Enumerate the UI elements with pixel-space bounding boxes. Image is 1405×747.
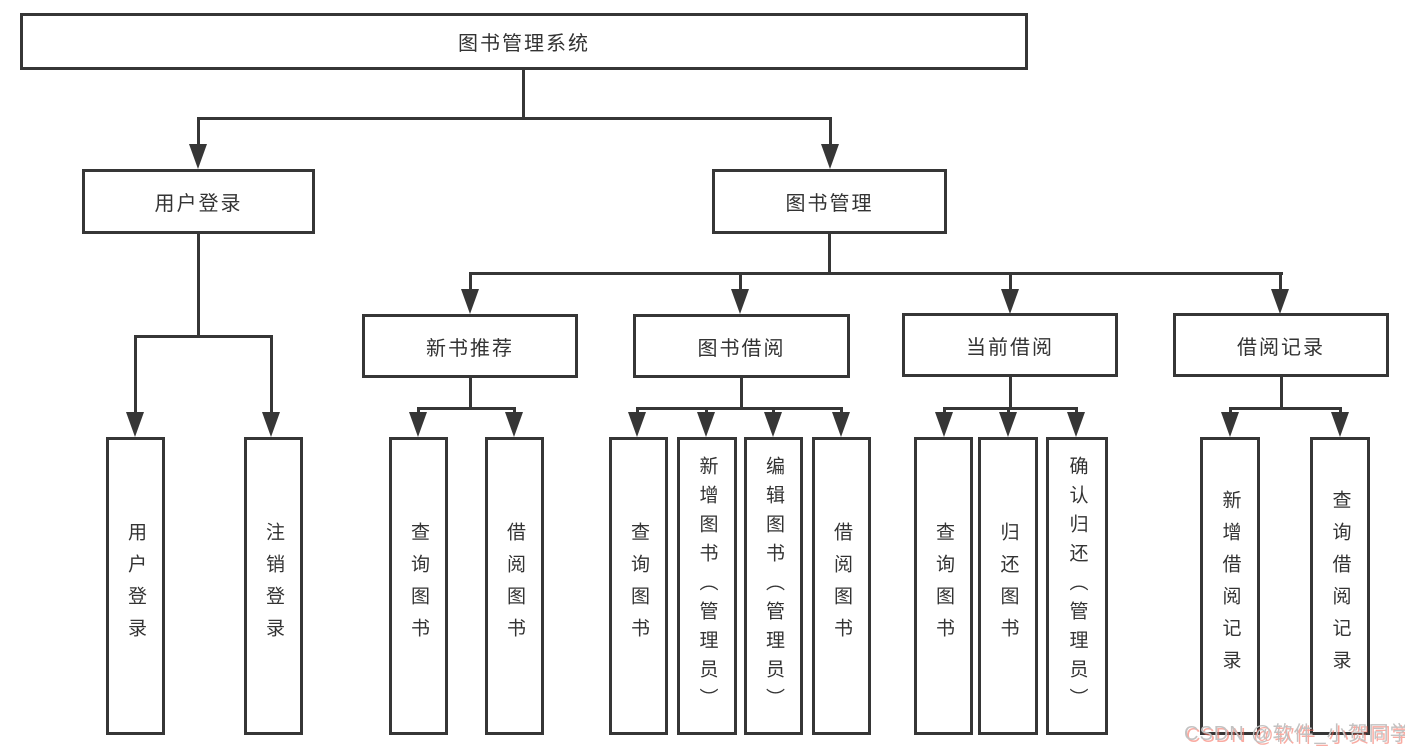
connector-leaf-bar — [943, 407, 1078, 410]
connector-book-management-drop — [829, 117, 832, 145]
arrow-down-icon — [628, 412, 646, 437]
node-leaf-user-login: 用户登录 — [106, 437, 165, 735]
node-leaf-query-books: 查询图书 — [609, 437, 668, 735]
connector-level3-bar — [469, 272, 1283, 275]
connector-leaf-bar — [636, 407, 843, 410]
node-leaf-edit-books-admin: 编辑图书（管理员） — [744, 437, 803, 735]
connector-level2-bar — [197, 117, 832, 120]
connector-leaf-drop — [134, 335, 137, 415]
connector-leaf-drop — [1339, 407, 1342, 415]
arrow-down-icon — [505, 412, 523, 437]
connector-section-stem — [740, 378, 743, 408]
connector-leaf-drop — [1075, 407, 1078, 415]
arrow-down-icon — [1271, 289, 1289, 314]
node-leaf-borrow-books: 借阅图书 — [812, 437, 871, 735]
connector-user-login-bar — [134, 335, 273, 338]
connector-leaf-bar — [417, 407, 516, 410]
connector-user-login-stem — [197, 234, 200, 335]
connector-leaf-drop — [636, 407, 639, 415]
node-leaf-logout: 注销登录 — [244, 437, 303, 735]
node-leaf-query-borrow-record: 查询借阅记录 — [1310, 437, 1370, 735]
connector-leaf-drop — [270, 335, 273, 415]
arrow-down-icon — [832, 412, 850, 437]
arrow-down-icon — [999, 412, 1017, 437]
node-leaf-query-books: 查询图书 — [914, 437, 973, 735]
connector-section-stem — [469, 378, 472, 408]
node-leaf-borrow-books: 借阅图书 — [485, 437, 544, 735]
arrow-down-icon — [1067, 412, 1085, 437]
connector-leaf-drop — [1007, 407, 1010, 415]
arrow-down-icon — [764, 412, 782, 437]
connector-leaf-bar — [1229, 407, 1342, 410]
arrow-down-icon — [935, 412, 953, 437]
connector-leaf-drop — [943, 407, 946, 415]
node-leaf-add-books-admin: 新增图书（管理员） — [677, 437, 737, 735]
arrow-down-icon — [1001, 289, 1019, 314]
csdn-watermark: CSDN @软件_小贺同学 — [1184, 723, 1405, 745]
arrow-down-icon — [126, 412, 144, 437]
arrow-down-icon — [262, 412, 280, 437]
node-book-management: 图书管理 — [712, 169, 947, 234]
node-user-login: 用户登录 — [82, 169, 315, 234]
node-leaf-add-borrow-record: 新增借阅记录 — [1200, 437, 1260, 735]
connector-section-drop — [469, 272, 472, 289]
connector-leaf-drop — [772, 407, 775, 415]
connector-leaf-drop — [417, 407, 420, 415]
node-leaf-confirm-return-admin: 确认归还（管理员） — [1046, 437, 1108, 735]
connector-user-login-drop — [197, 117, 200, 145]
connector-leaf-drop — [513, 407, 516, 415]
node-leaf-query-books: 查询图书 — [389, 437, 448, 735]
arrow-down-icon — [731, 289, 749, 314]
node-leaf-return-books: 归还图书 — [978, 437, 1038, 735]
node-borrow-records: 借阅记录 — [1173, 313, 1389, 377]
connector-leaf-drop — [705, 407, 708, 415]
arrow-down-icon — [821, 144, 839, 169]
arrow-down-icon — [189, 144, 207, 169]
node-library-management-system: 图书管理系统 — [20, 13, 1028, 70]
node-book-borrow: 图书借阅 — [633, 314, 850, 378]
arrow-down-icon — [409, 412, 427, 437]
node-new-book-recommend: 新书推荐 — [362, 314, 578, 378]
connector-root-stem — [522, 70, 525, 117]
node-current-borrow: 当前借阅 — [902, 313, 1118, 377]
connector-section-drop — [739, 272, 742, 289]
arrow-down-icon — [697, 412, 715, 437]
connector-leaf-drop — [840, 407, 843, 415]
connector-book-management-stem — [828, 234, 831, 272]
connector-leaf-drop — [1229, 407, 1232, 415]
arrow-down-icon — [461, 289, 479, 314]
connector-section-stem — [1280, 377, 1283, 408]
arrow-down-icon — [1221, 412, 1239, 437]
connector-section-stem — [1009, 377, 1012, 408]
arrow-down-icon — [1331, 412, 1349, 437]
connector-section-drop — [1009, 272, 1012, 289]
connector-section-drop — [1279, 272, 1282, 289]
